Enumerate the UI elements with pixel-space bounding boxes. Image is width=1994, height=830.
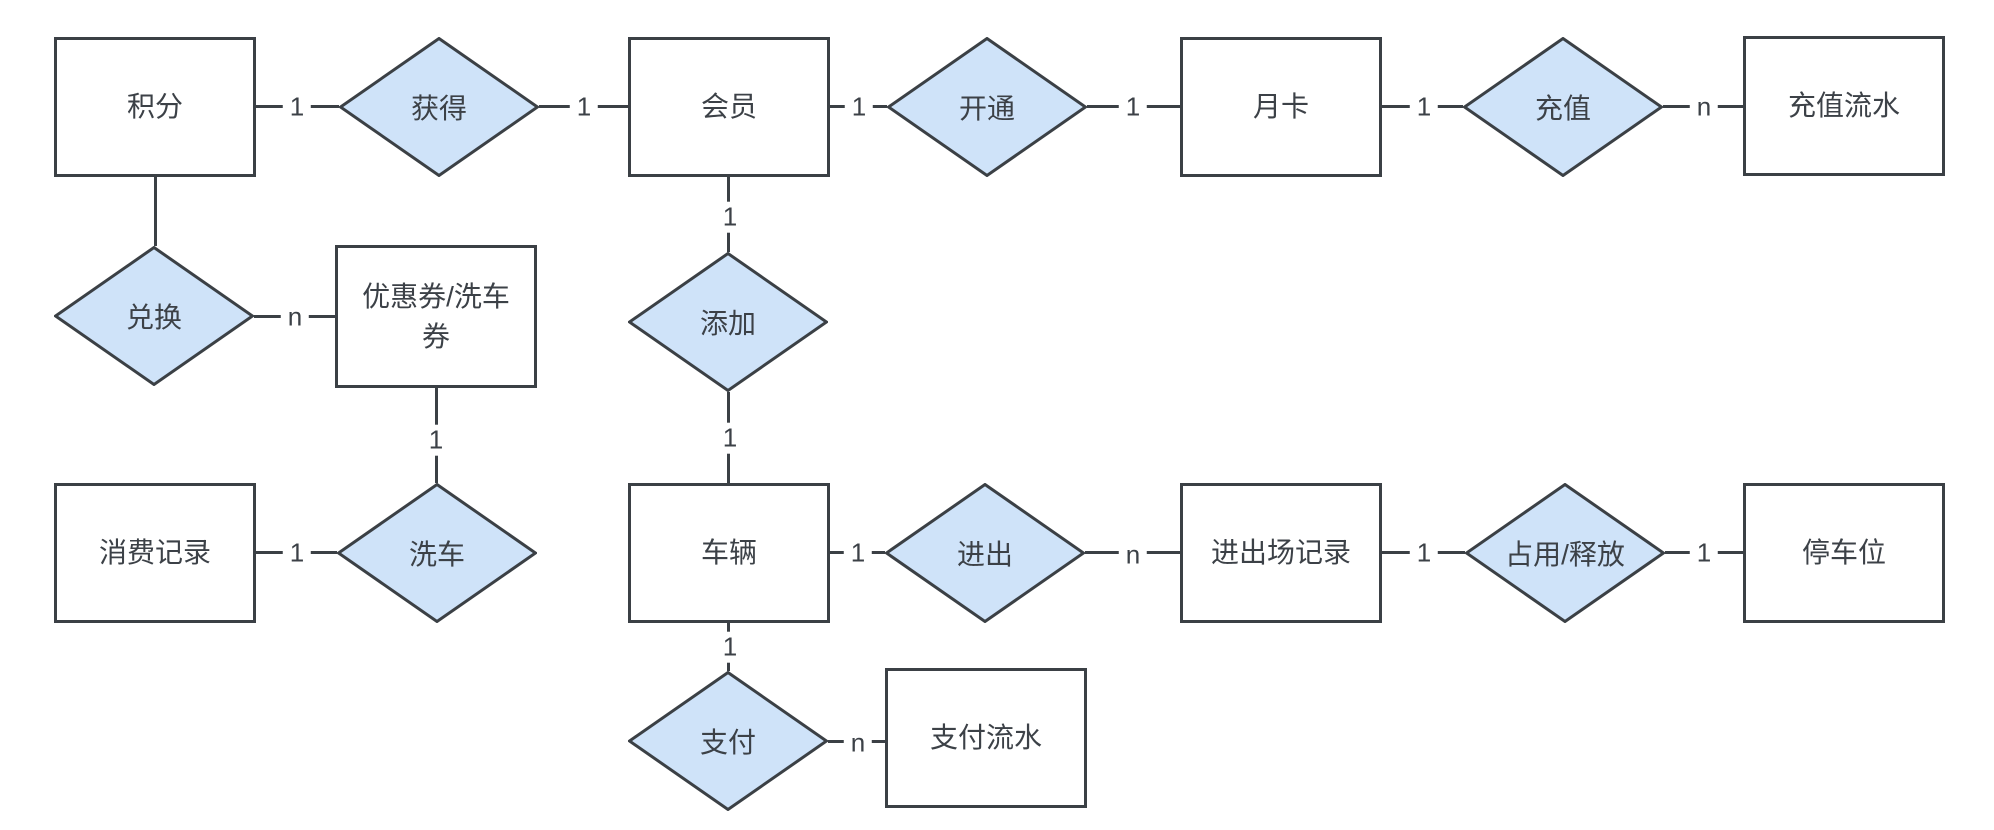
diamond-shape (887, 37, 1087, 177)
diamond-shape (339, 37, 539, 177)
entity-jinchuchang-jilu[interactable]: 进出场记录 (1180, 483, 1382, 623)
relationship-jinchu[interactable]: 进出 (885, 483, 1085, 623)
relationship-zhanyong-shifang[interactable]: 占用/释放 (1465, 483, 1665, 623)
entity-label: 积分 (126, 91, 183, 123)
cardinality-label: 1 (843, 537, 873, 569)
relationship-xiche[interactable]: 洗车 (337, 483, 537, 623)
entity-label: 优惠券/洗车券 (362, 281, 510, 352)
entity-label: 月卡 (1252, 91, 1309, 123)
entity-tingchewei[interactable]: 停车位 (1743, 483, 1945, 623)
relationship-tianjia[interactable]: 添加 (628, 252, 828, 392)
cardinality-label: 1 (1409, 537, 1439, 569)
relationship-label: 占用/释放 (1505, 539, 1625, 570)
cardinality-label: n (1118, 539, 1148, 571)
diamond-shape (1463, 37, 1663, 177)
diamond-shape (1465, 483, 1665, 623)
cardinality-label: 1 (715, 422, 745, 454)
cardinality-label: n (280, 301, 310, 333)
cardinality-label: 1 (1689, 537, 1719, 569)
relationship-chongzhi[interactable]: 充值 (1463, 37, 1663, 177)
entity-label: 进出场记录 (1210, 537, 1351, 569)
entity-label: 消费记录 (98, 537, 211, 569)
relationship-zhifu[interactable]: 支付 (628, 671, 828, 811)
entity-huiyuan[interactable]: 会员 (628, 37, 830, 177)
entity-yueka[interactable]: 月卡 (1180, 37, 1382, 177)
entity-cheliang[interactable]: 车辆 (628, 483, 830, 623)
entity-xiaofei-jilu[interactable]: 消费记录 (54, 483, 256, 623)
entity-chongzhi-liushui[interactable]: 充值流水 (1743, 36, 1945, 176)
cardinality-label: 1 (1409, 91, 1439, 123)
entity-label: 车辆 (700, 537, 757, 569)
relationship-label: 添加 (699, 308, 756, 339)
diamond-shape (885, 483, 1085, 623)
cardinality-label: 1 (421, 424, 451, 456)
entity-label: 支付流水 (929, 722, 1042, 754)
relationship-label: 开通 (958, 93, 1015, 124)
relationship-label: 充值 (1534, 93, 1591, 124)
relationship-label: 兑换 (125, 302, 182, 333)
cardinality-label: 1 (844, 91, 874, 123)
cardinality-label: 1 (715, 201, 745, 233)
relationship-label: 支付 (699, 727, 756, 758)
entity-jifen[interactable]: 积分 (54, 37, 256, 177)
relationship-label: 获得 (410, 93, 467, 124)
edge-jifen-duihuan (154, 177, 157, 246)
entity-label: 停车位 (1801, 537, 1886, 569)
cardinality-label: n (1689, 91, 1719, 123)
cardinality-label: 1 (715, 631, 745, 663)
diamond-shape (628, 252, 828, 392)
entity-youhuiquan-xichequan[interactable]: 优惠券/洗车券 (335, 245, 537, 388)
diamond-shape (54, 246, 254, 386)
diamond-shape (337, 483, 537, 623)
cardinality-label: 1 (1118, 91, 1148, 123)
entity-zhifu-liushui[interactable]: 支付流水 (885, 668, 1087, 808)
cardinality-label: n (843, 727, 873, 759)
cardinality-label: 1 (569, 91, 599, 123)
relationship-kaitong[interactable]: 开通 (887, 37, 1087, 177)
cardinality-label: 1 (282, 91, 312, 123)
relationship-label: 进出 (956, 539, 1013, 570)
relationship-label: 洗车 (408, 539, 465, 570)
relationship-huode[interactable]: 获得 (339, 37, 539, 177)
entity-label: 会员 (700, 91, 757, 123)
cardinality-label: 1 (282, 537, 312, 569)
relationship-duihuan[interactable]: 兑换 (54, 246, 254, 386)
entity-label: 充值流水 (1787, 90, 1900, 122)
diamond-shape (628, 671, 828, 811)
